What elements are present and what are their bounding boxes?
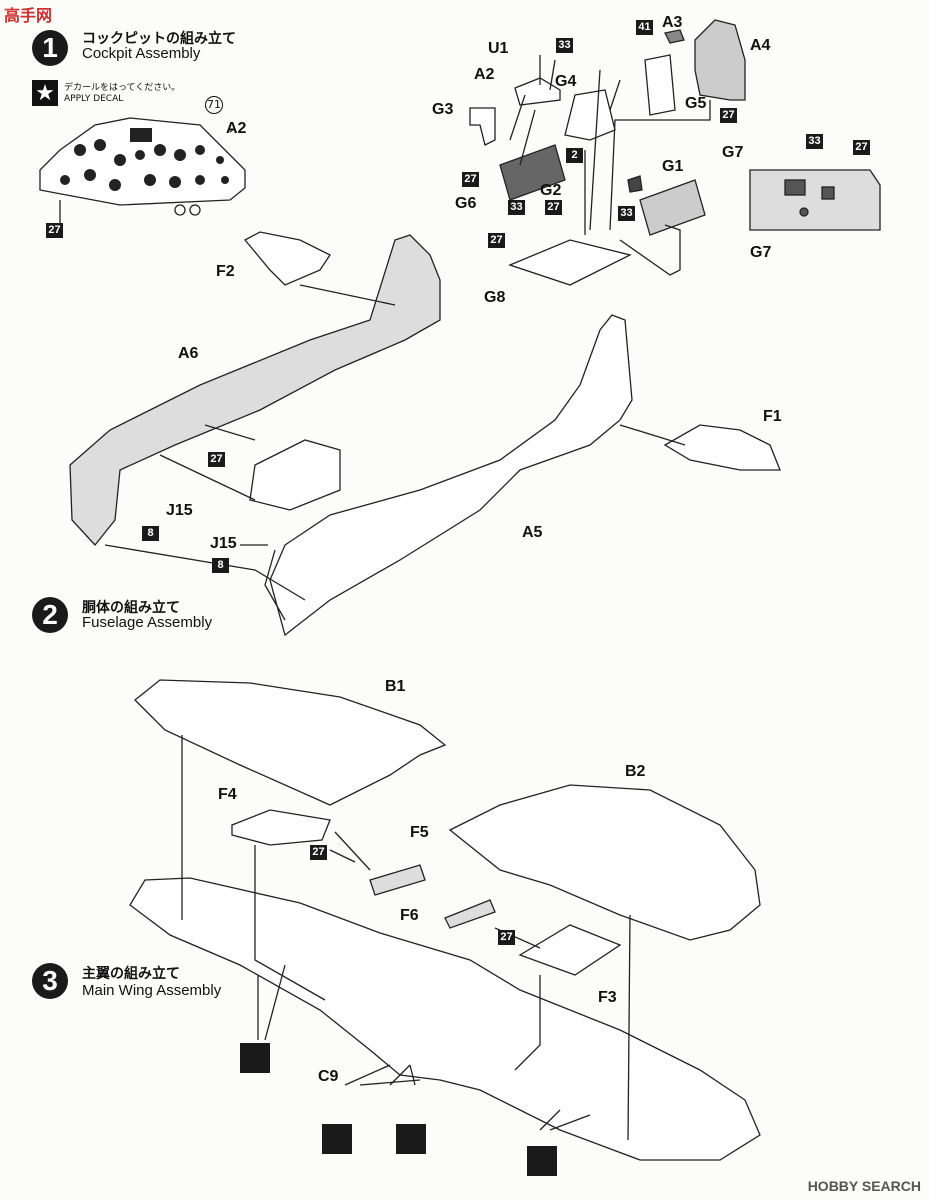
part-label-a2: A2 [226, 120, 247, 137]
panel-detail-g7 [749, 169, 881, 231]
drill-hole-icon [396, 1124, 426, 1154]
part-label-j15: J15 [210, 535, 237, 552]
part-label-c9: C9 [318, 1068, 339, 1085]
fuselage-left-half [69, 234, 441, 546]
part-label-b1: B1 [385, 678, 406, 695]
color-number-27: 27 [46, 223, 63, 238]
step-1-title-en: Cockpit Assembly [82, 45, 201, 62]
part-label-g6: G6 [455, 195, 477, 212]
wing-lower-c9 [129, 877, 761, 1161]
decal-star-icon: ★ [32, 80, 58, 106]
part-label-a4: A4 [750, 37, 771, 54]
color-number-33: 33 [806, 134, 823, 149]
part-g4-seat [564, 89, 616, 141]
part-label-a2: A2 [474, 66, 495, 83]
color-number-8: 8 [212, 558, 229, 573]
step-1-number: 1 [32, 30, 68, 66]
part-a2-bracket [514, 77, 561, 106]
part-g5 [644, 54, 676, 116]
part-g8-floor [508, 239, 632, 286]
part-label-f2: F2 [216, 263, 235, 280]
horizontal-stabilizer-right [663, 424, 781, 471]
decal-instruction-en: APPLY DECAL [64, 94, 124, 104]
part-f3 [518, 924, 622, 976]
wing-upper-right-b2 [448, 784, 761, 941]
watermark: HOBBY SEARCH [807, 1178, 921, 1194]
part-g6 [499, 144, 566, 201]
step-2-title-jp: 胴体の組み立て [82, 600, 180, 616]
part-label-b2: B2 [625, 763, 646, 780]
horizontal-stabilizer-left [243, 231, 331, 286]
drill-hole-icon [322, 1124, 352, 1154]
instrument-panel [39, 117, 246, 206]
part-label-g1: G1 [662, 158, 684, 175]
wing-upper-left-b1 [134, 679, 447, 806]
part-label-f1: F1 [763, 408, 782, 425]
drill-hole-icon [527, 1146, 557, 1176]
part-label-g3: G3 [432, 101, 454, 118]
part-label-a6: A6 [178, 345, 199, 362]
seat-bulkhead [249, 439, 341, 511]
part-a4-bulkhead [694, 19, 746, 101]
part-label-j15: J15 [166, 502, 193, 519]
part-label-g5: G5 [685, 95, 707, 112]
color-number-27: 27 [462, 172, 479, 187]
color-number-8: 8 [142, 526, 159, 541]
part-a3 [664, 29, 685, 44]
part-f6 [444, 899, 496, 929]
part-label-g8: G8 [484, 289, 506, 306]
drill-hole-icon [240, 1043, 270, 1073]
part-label-g2: G2 [540, 182, 562, 199]
color-number-41: 41 [636, 20, 653, 35]
decal-number: 71 [205, 96, 223, 114]
step-3-title-jp: 主翼の組み立て [82, 966, 180, 982]
part-label-a5: A5 [522, 524, 543, 541]
part-label-a3: A3 [662, 14, 683, 31]
part-label-g7: G7 [750, 244, 772, 261]
color-number-33: 33 [618, 206, 635, 221]
step-2-number: 2 [32, 597, 68, 633]
part-label-g7: G7 [722, 144, 744, 161]
part-g3 [469, 107, 496, 146]
color-number-33: 33 [556, 38, 573, 53]
step-3-title-en: Main Wing Assembly [82, 982, 222, 999]
step-2-title-en: Fuselage Assembly [82, 614, 213, 631]
color-number-27: 27 [545, 200, 562, 215]
fuselage-right-half [269, 314, 633, 637]
part-label-f6: F6 [400, 907, 419, 924]
color-number-27: 27 [488, 233, 505, 248]
part-label-f4: F4 [218, 786, 237, 803]
part-g7 [639, 179, 706, 236]
part-f4 [231, 809, 331, 846]
part-label-g4: G4 [555, 73, 577, 90]
color-number-33: 33 [508, 200, 525, 215]
step-1-title-jp: コックピットの組み立て [82, 31, 236, 47]
part-g1 [627, 175, 643, 193]
color-number-27: 27 [208, 452, 225, 467]
step-3-number: 3 [32, 963, 68, 999]
part-label-f3: F3 [598, 989, 617, 1006]
color-number-27: 27 [310, 845, 327, 860]
color-number-2: 2 [566, 148, 583, 163]
part-label-f5: F5 [410, 824, 429, 841]
decal-instruction-jp: デカールをはってください。 [64, 83, 181, 93]
color-number-27: 27 [853, 140, 870, 155]
color-number-27: 27 [720, 108, 737, 123]
color-number-27: 27 [498, 930, 515, 945]
part-f5 [369, 864, 426, 896]
part-label-u1: U1 [488, 40, 509, 57]
site-logo: 高手网 [4, 6, 53, 25]
